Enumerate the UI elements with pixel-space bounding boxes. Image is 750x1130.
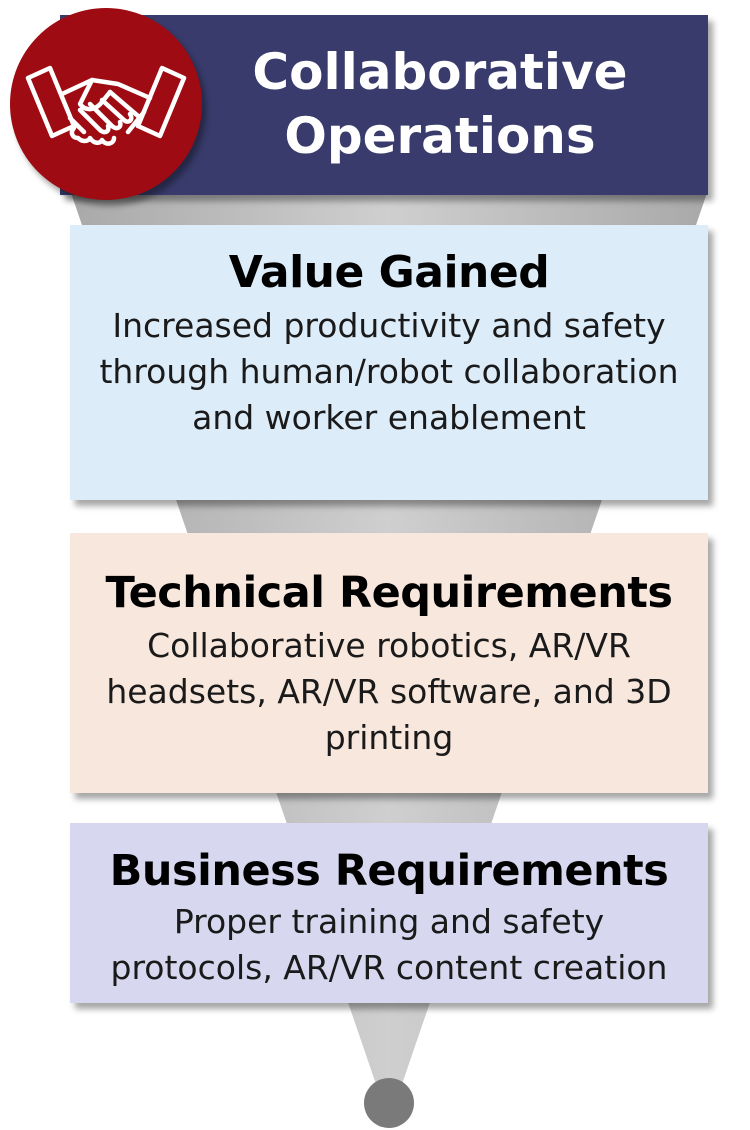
- header-title: Collaborative Operations: [252, 43, 628, 165]
- value-gained-card: Value Gained Increased productivity and …: [70, 225, 708, 500]
- value-gained-body: Increased productivity and safety throug…: [99, 306, 679, 437]
- technical-requirements-card: Technical Requirements Collaborative rob…: [70, 533, 708, 793]
- technical-requirements-title: Technical Requirements: [105, 568, 673, 618]
- business-requirements-title: Business Requirements: [109, 846, 669, 896]
- business-requirements-card: Business Requirements Proper training an…: [70, 823, 708, 1003]
- handshake-icon: [25, 65, 187, 146]
- value-gained-title: Value Gained: [228, 247, 550, 298]
- handshake-icon-badge: [10, 8, 202, 200]
- business-requirements-body: Proper training and safety protocols, AR…: [110, 902, 668, 987]
- funnel-end-dot: [364, 1078, 414, 1128]
- technical-requirements-body: Collaborative robotics, AR/VR headsets, …: [106, 626, 672, 757]
